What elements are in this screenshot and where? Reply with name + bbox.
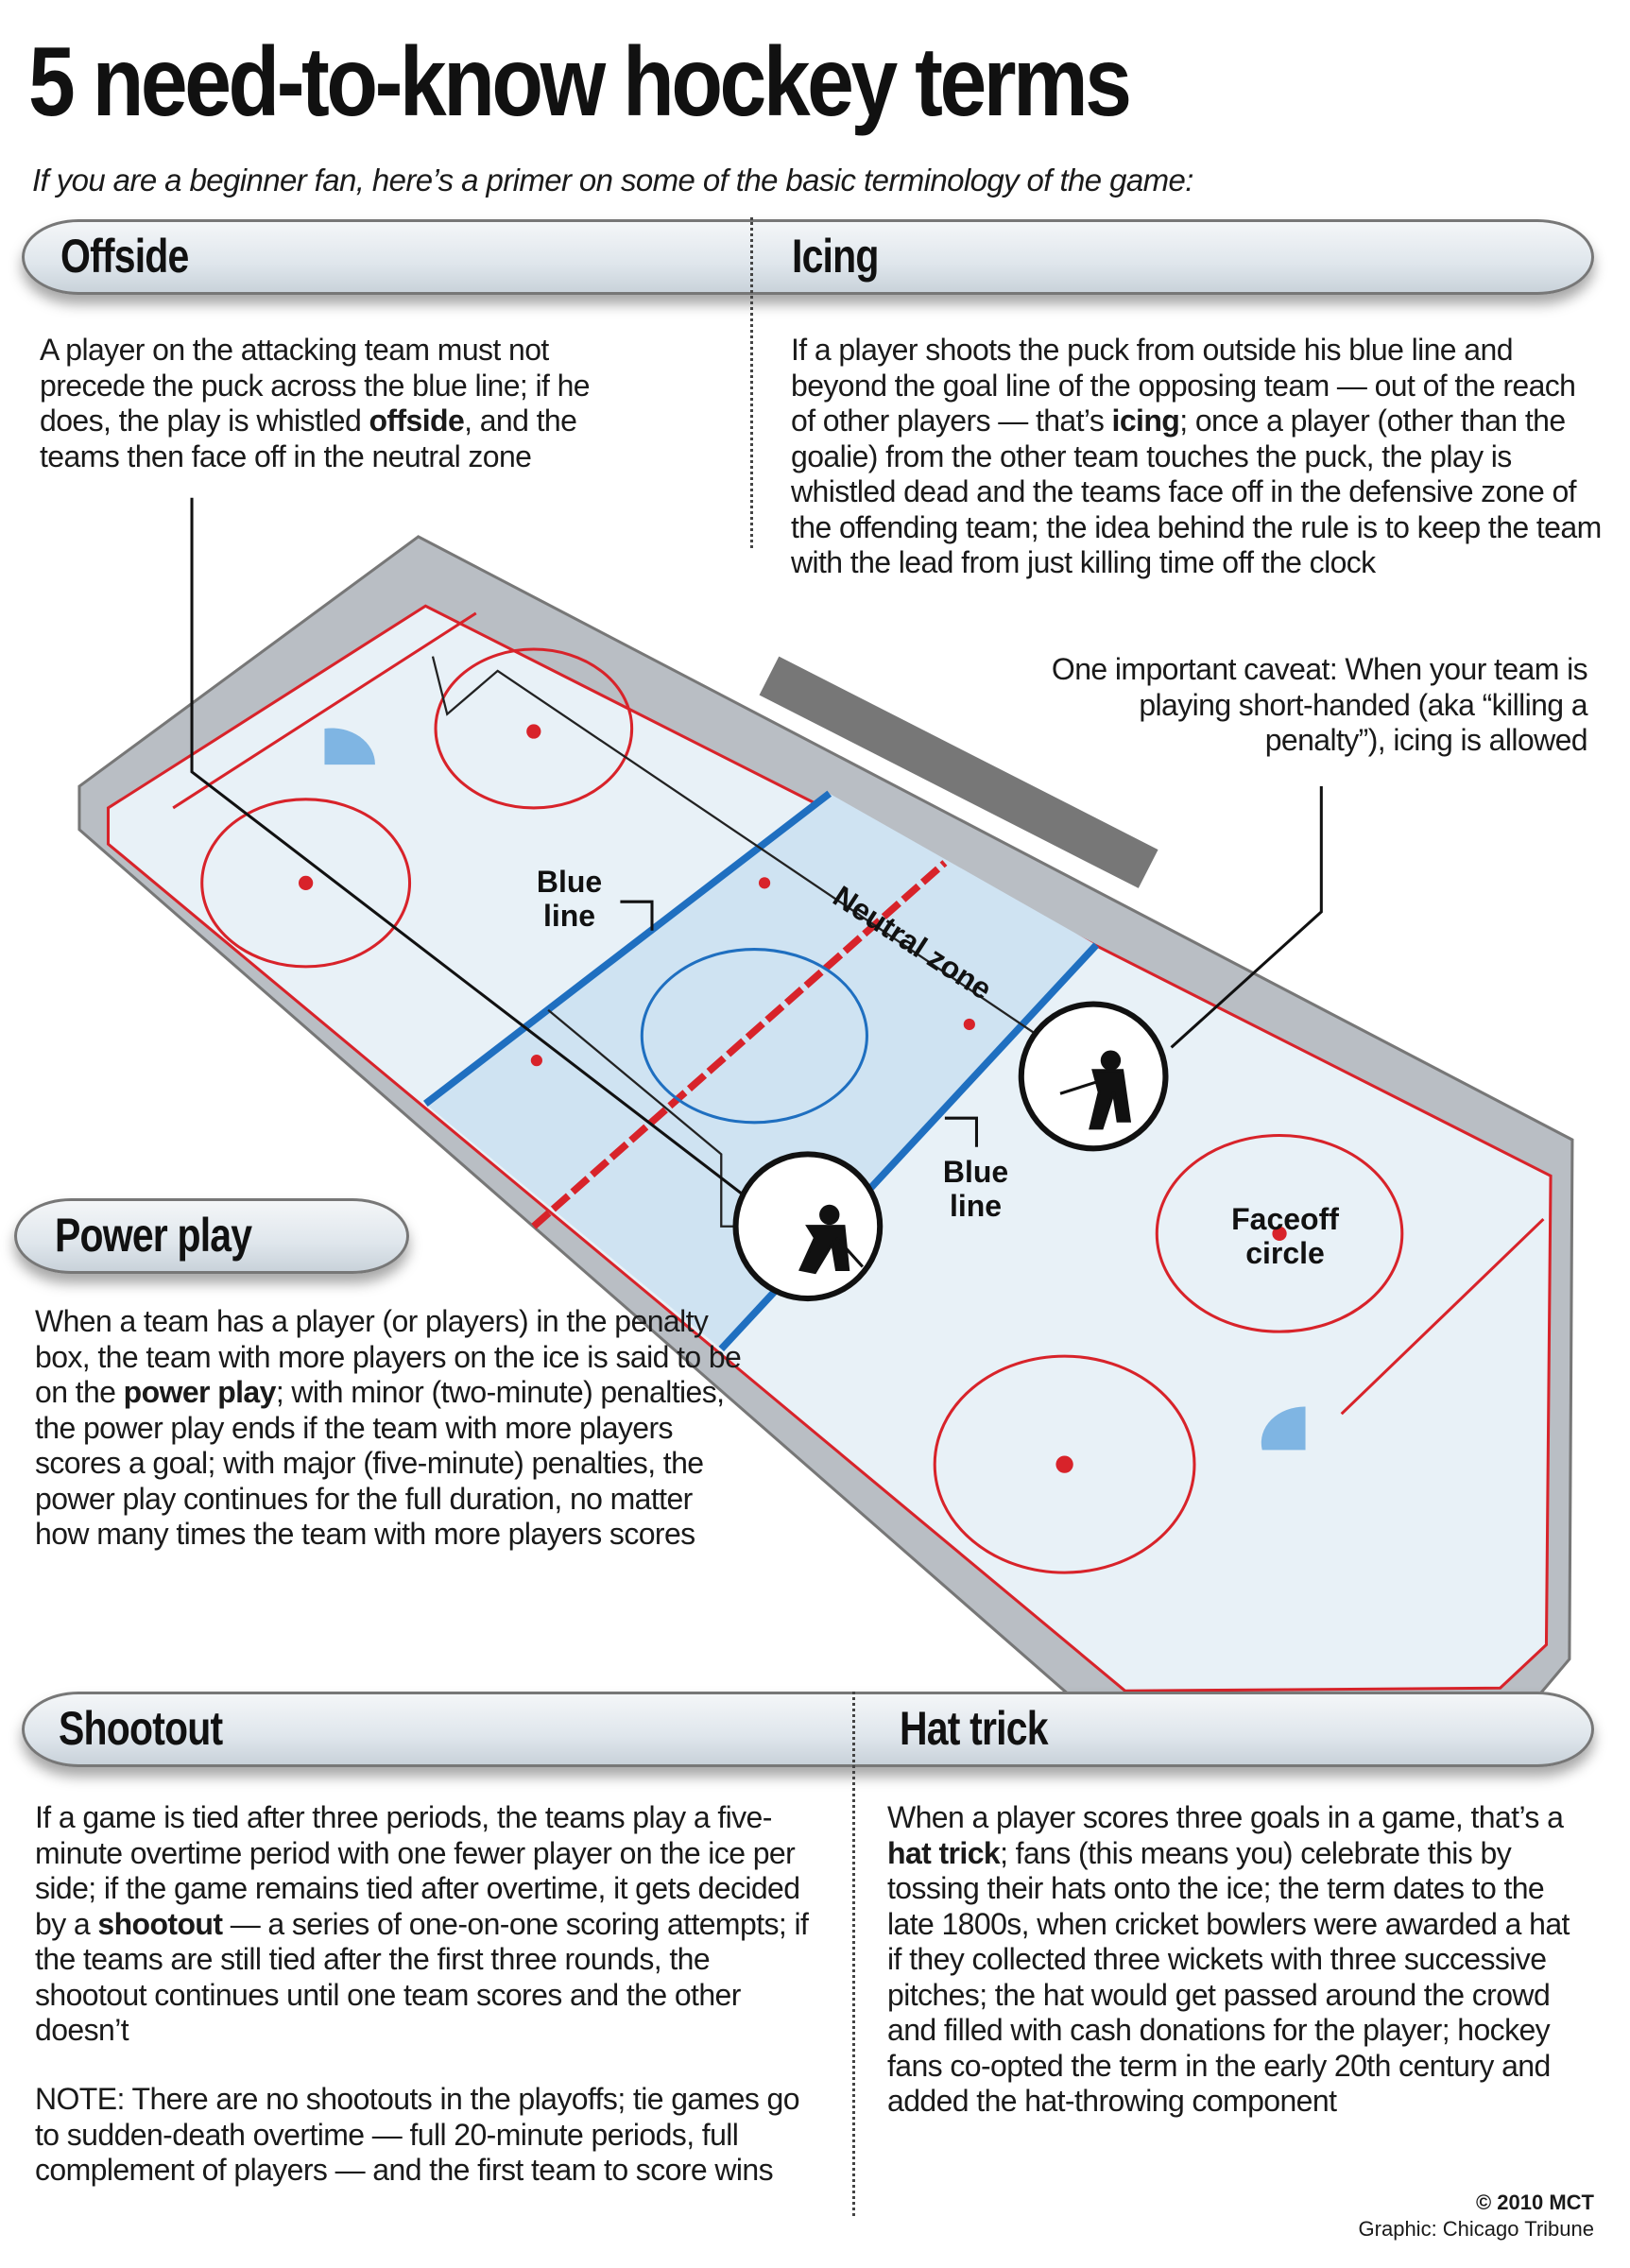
penalty-box	[759, 656, 1158, 888]
faceoff-circle-label: Faceoff circle	[1231, 1202, 1339, 1270]
text: If a player shoots the puck from outside…	[791, 333, 1576, 438]
puck-path-offside	[431, 656, 1097, 1076]
hat-trick-heading: Hat trick	[900, 1702, 1049, 1755]
subtitle: If you are a beginner fan, here’s a prim…	[32, 163, 1193, 198]
term: icing	[1111, 404, 1180, 438]
power-play-text: When a team has a player (or players) in…	[35, 1304, 744, 1553]
term: hat trick	[887, 1835, 1001, 1870]
text: — a series of one-on-one scoring attempt…	[35, 1906, 809, 2048]
term: offside	[369, 404, 465, 438]
player-icon	[732, 1151, 884, 1302]
divider	[852, 1692, 855, 2216]
power-play-heading: Power play	[55, 1209, 252, 1262]
center-circle	[640, 948, 868, 1125]
icing-callout-line	[1170, 786, 1323, 1049]
goal-crease	[1261, 1406, 1306, 1451]
text: A player on the attacking team must not …	[40, 333, 591, 438]
text: When a player scores three goals in a ga…	[887, 1800, 1564, 1834]
blue-line-label: Blue line	[536, 865, 603, 933]
power-play-header-bar	[14, 1198, 409, 1274]
shootout-hat-trick-header-bar	[22, 1692, 1594, 1767]
offside-icing-header-bar	[22, 219, 1594, 295]
goal-crease	[324, 728, 375, 765]
center-red-line	[531, 860, 948, 1229]
blue-line-callout	[944, 1116, 978, 1147]
offside-callout-line	[190, 497, 745, 1196]
hat-trick-text: When a player scores three goals in a ga…	[887, 1800, 1577, 2120]
text: ; with minor (two-minute) penalties, the…	[35, 1375, 725, 1551]
player-icon	[1018, 1001, 1169, 1152]
text: , and the teams then face off in the neu…	[40, 404, 577, 473]
divider	[750, 217, 753, 548]
blue-line-callout	[620, 900, 654, 931]
faceoff-circle	[933, 1354, 1196, 1574]
text: When a team has a player (or players) in…	[35, 1304, 742, 1409]
blue-line-label: Blue line	[942, 1155, 1009, 1223]
shootout-text: If a game is tied after three periods, t…	[35, 1800, 810, 2049]
offside-text: A player on the attacking team must not …	[40, 333, 654, 474]
icing-heading: Icing	[792, 230, 879, 283]
term: power play	[123, 1375, 277, 1409]
graphic-credit: Graphic: Chicago Tribune	[1358, 2217, 1594, 2241]
offside-heading: Offside	[60, 230, 189, 283]
icing-caveat: One important caveat: When your team is …	[1051, 652, 1588, 757]
faceoff-circle	[1155, 1134, 1404, 1333]
faceoff-circle	[200, 798, 412, 969]
text: ; once a player (other than the goalie) …	[791, 404, 1602, 579]
shootout-note: NOTE: There are no shootouts in the play…	[35, 2082, 800, 2187]
page-title: 5 need-to-know hockey terms	[28, 27, 1132, 137]
text: ; fans (this means you) celebrate this b…	[887, 1835, 1570, 2119]
shootout-heading: Shootout	[59, 1702, 223, 1755]
term: shootout	[97, 1906, 223, 1941]
copyright: © 2010 MCT	[1475, 2191, 1594, 2214]
neutral-zone	[425, 793, 1097, 1349]
blue-line-left	[423, 790, 832, 1107]
icing-text: If a player shoots the puck from outside…	[791, 333, 1604, 581]
faceoff-circle	[434, 647, 634, 810]
text: If a game is tied after three periods, t…	[35, 1800, 800, 1941]
